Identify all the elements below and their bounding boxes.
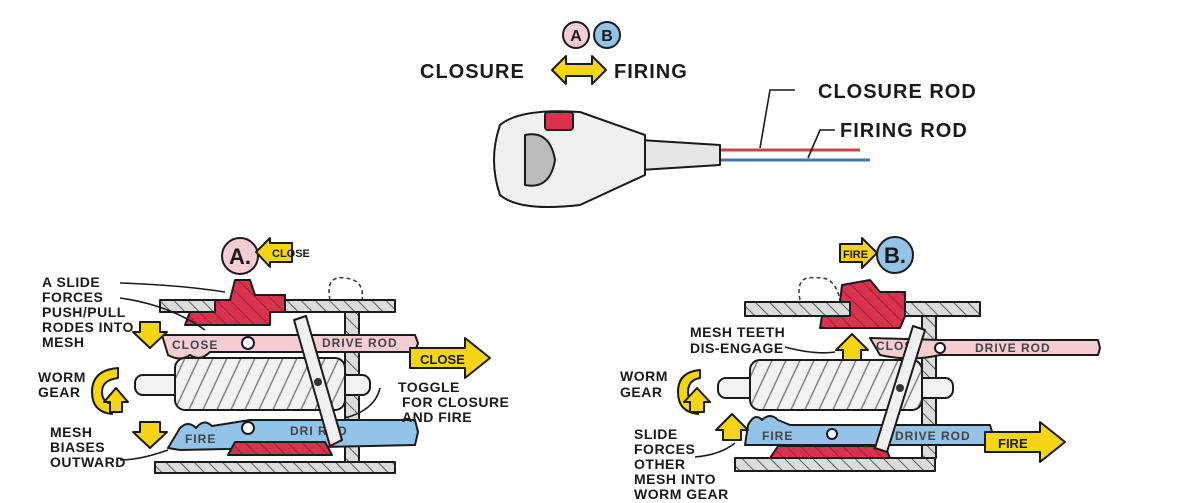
worm-label-line: WORM xyxy=(38,369,86,385)
panel-b-firing: B. FIRE CLOS DRIVE ROD FIRE DRIVE ROD FI… xyxy=(620,236,1101,502)
panel-a-closure: A. CLOSE CLOSE DRIVE ROD FIRE DRI ROD CL… xyxy=(38,237,509,474)
close-rod-text: CLOS xyxy=(876,339,913,353)
worm-label-line: WORM xyxy=(620,368,668,384)
fire-arrow-icon xyxy=(839,237,878,269)
down-arrow-icon xyxy=(132,321,168,349)
slide-label-line: FORCES xyxy=(42,289,103,305)
badge-b-large xyxy=(876,236,914,274)
double-arrow-icon xyxy=(551,55,607,85)
slide-label-line: MESH xyxy=(42,334,84,350)
fire-rod-text: FIRE xyxy=(762,429,793,443)
badge-a-text: A xyxy=(570,28,582,45)
worm-gear xyxy=(749,359,923,411)
close-mode-text: CLOSE xyxy=(272,248,310,260)
close-output-text: CLOSE xyxy=(420,352,465,367)
close-drive-rod xyxy=(161,334,419,360)
slide-bottom xyxy=(227,441,333,456)
fire-rod-text: FIRE xyxy=(185,432,216,446)
badge-b-text: B xyxy=(601,28,613,45)
slide-bottom xyxy=(769,445,891,459)
up-arrow-icon xyxy=(835,333,869,361)
closure-rod-label: CLOSURE ROD xyxy=(818,81,977,103)
up-arrow-icon xyxy=(715,413,749,441)
slide-top xyxy=(819,279,906,329)
badge-b xyxy=(593,21,621,49)
mode-slider-button xyxy=(544,111,574,131)
badge-a-large xyxy=(221,237,259,275)
firing-label: FIRING xyxy=(614,61,688,83)
mesh-label-line: MESH xyxy=(50,424,92,440)
slide-top xyxy=(184,279,286,326)
badge-b-large-text: B. xyxy=(884,243,906,268)
toggle-label-line: FOR CLOSURE xyxy=(402,394,509,410)
closure-label: CLOSURE xyxy=(420,61,525,83)
slide-label-line: WORM GEAR xyxy=(634,486,729,502)
slide-label-line: PUSH/PULL xyxy=(42,304,126,320)
housing-bottom xyxy=(734,457,936,472)
toggle-label-line: AND FIRE xyxy=(402,409,472,425)
housing-bottom xyxy=(154,461,396,474)
mesh-teeth-label-line: DIS-ENGAGE xyxy=(690,340,784,356)
fire-output-text: FIRE xyxy=(998,436,1028,451)
mesh-label-line: OUTWARD xyxy=(50,454,126,470)
worm-label-line: GEAR xyxy=(38,384,80,400)
firing-rod-label: FIRING ROD xyxy=(840,120,968,142)
handpiece: CLOSURE ROD FIRING ROD xyxy=(493,81,977,209)
close-drive-rod-text: DRIVE ROD xyxy=(322,336,398,350)
fire-drive-rod xyxy=(744,415,994,446)
slide-label-line: OTHER xyxy=(634,456,686,472)
toggle-label-line: TOGGLE xyxy=(398,379,460,395)
close-drive-rod xyxy=(869,337,1101,360)
slide-label-line: A SLIDE xyxy=(42,274,100,290)
slide-label-line: RODES INTO xyxy=(42,319,134,335)
mode-legend: A B CLOSURE FIRING xyxy=(420,21,688,85)
fire-output-arrow-icon xyxy=(984,421,1066,463)
mesh-teeth-label-line: MESH TEETH xyxy=(690,324,785,340)
fire-mode-text: FIRE xyxy=(843,249,868,261)
close-arrow-icon xyxy=(255,237,293,268)
worm-label-line: GEAR xyxy=(620,384,662,400)
badge-a xyxy=(562,21,590,49)
slide-label-line: MESH INTO xyxy=(634,471,716,487)
down-arrow-icon xyxy=(132,421,168,449)
worm-gear xyxy=(174,357,346,411)
slide-label-line: SLIDE xyxy=(634,426,678,442)
fire-drive-rod-text: DRIVE ROD xyxy=(895,429,971,443)
close-rod-text: CLOSE xyxy=(172,338,218,352)
close-output-arrow-icon xyxy=(409,337,491,379)
mesh-label-line: BIASES xyxy=(50,439,105,455)
close-drive-rod-text: DRIVE ROD xyxy=(975,341,1051,355)
slide-label-line: FORCES xyxy=(634,441,695,457)
badge-a-large-text: A. xyxy=(229,244,251,269)
